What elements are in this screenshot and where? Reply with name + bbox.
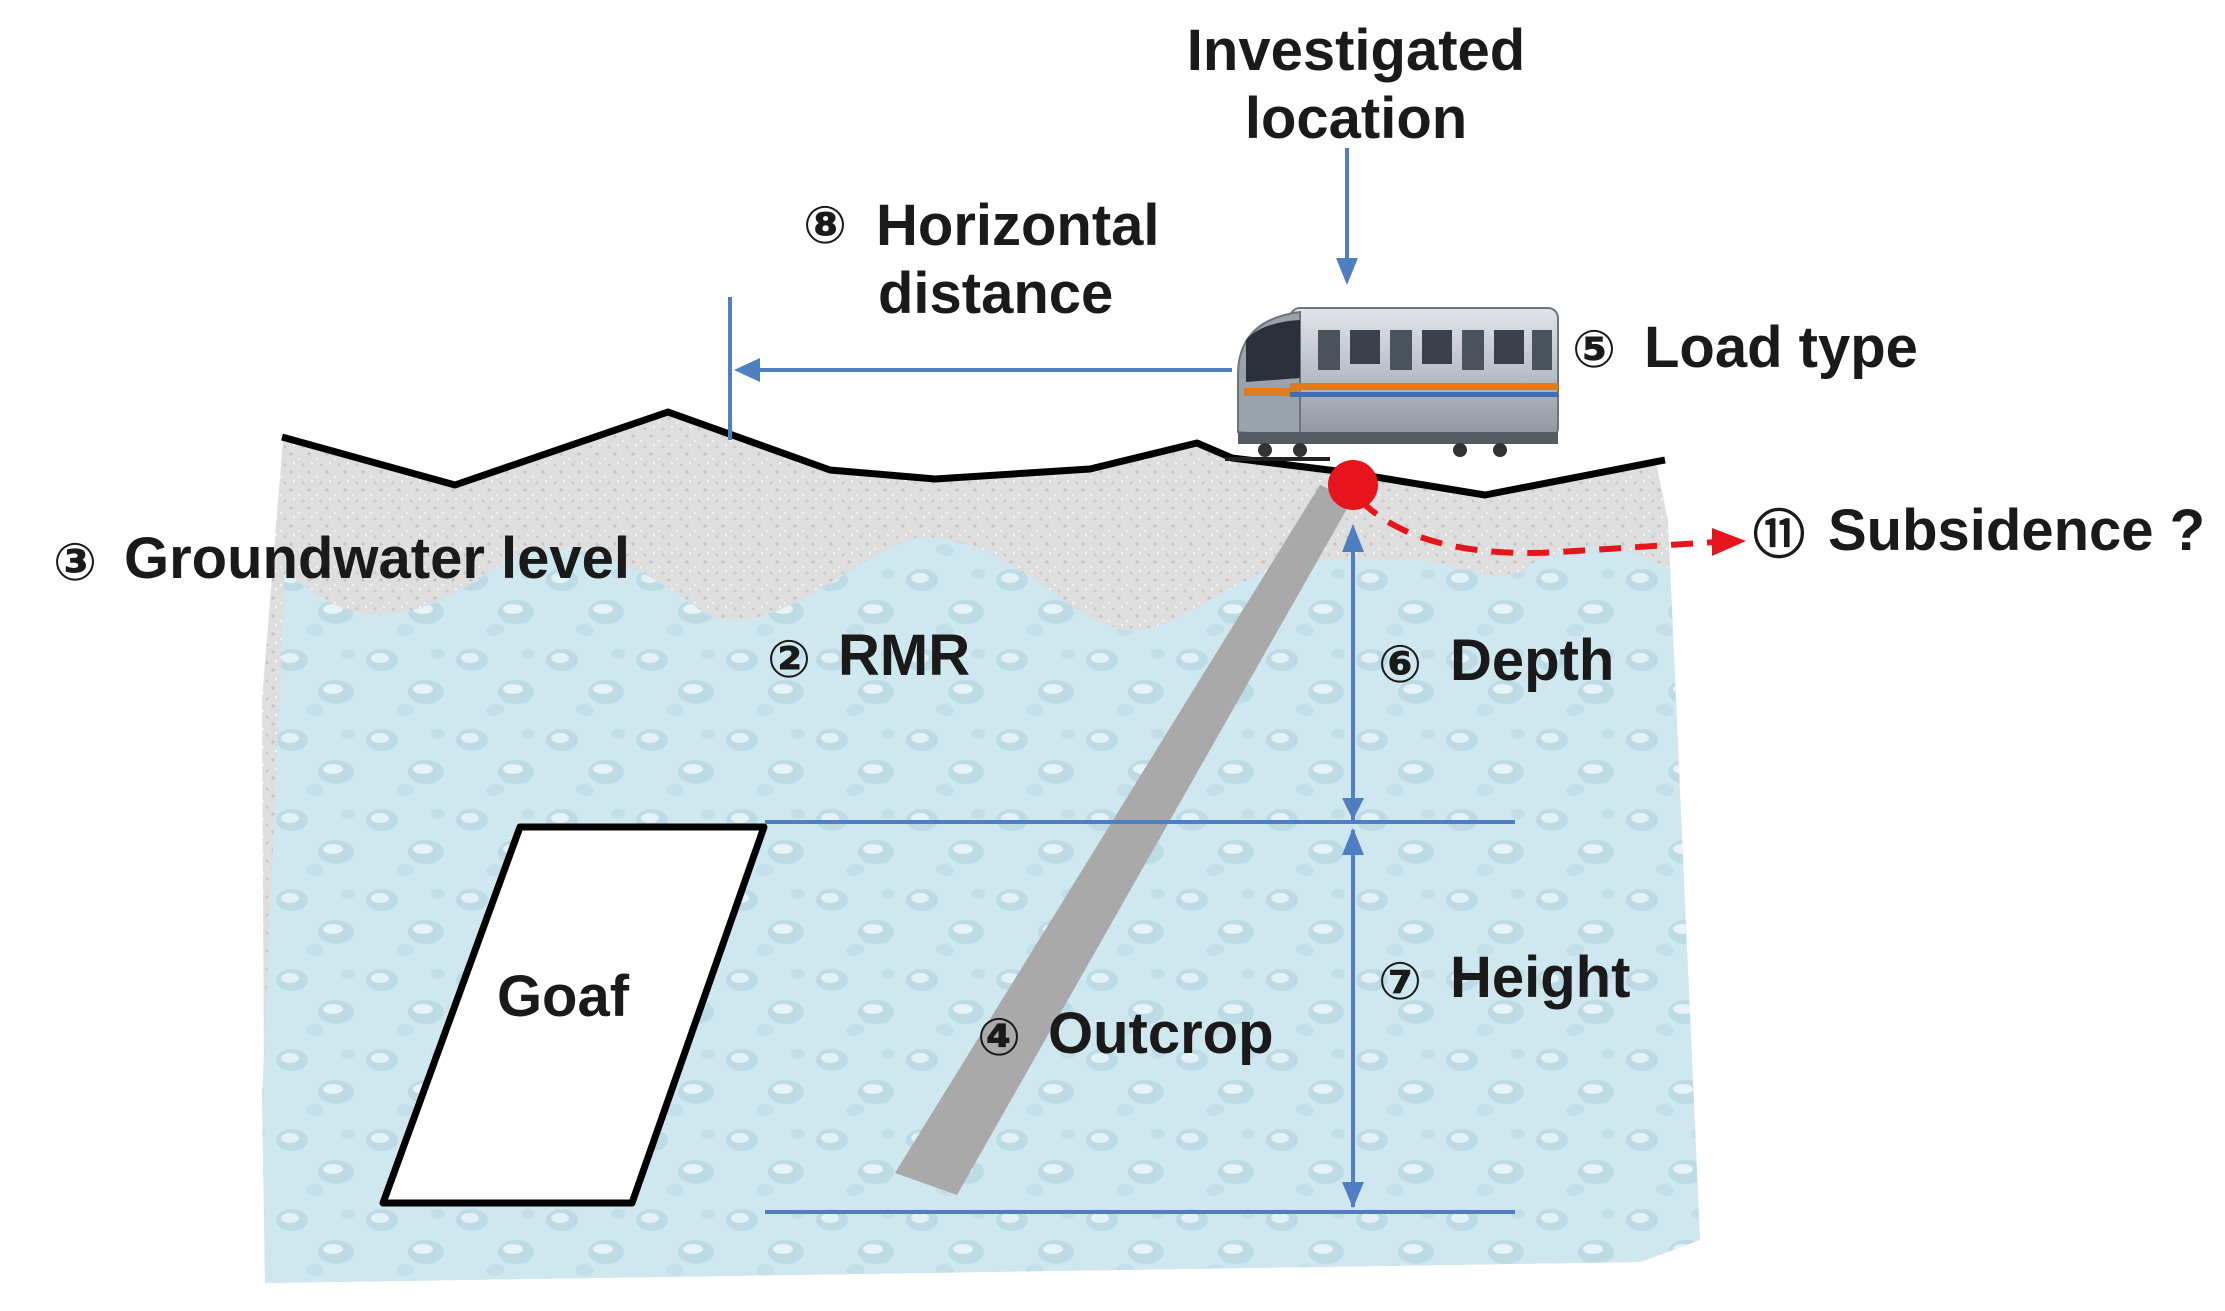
- horizontal-distance-label-line2: distance: [878, 261, 1113, 326]
- depth-number: ⑥: [1378, 635, 1422, 695]
- groundwater-level-number: ③: [53, 533, 97, 593]
- goaf-block: [379, 823, 768, 1207]
- height-label: Height: [1450, 945, 1630, 1010]
- ground-surface-line: [281, 408, 1666, 499]
- height-number: ⑦: [1378, 952, 1422, 1012]
- load-type-label: Load type: [1644, 315, 1918, 380]
- subsidence-label: Subsidence ?: [1828, 498, 2205, 563]
- train-icon: [1225, 307, 1559, 461]
- outcrop-number: ④: [977, 1008, 1021, 1068]
- horizontal-distance-label-line1: Horizontal: [876, 193, 1160, 258]
- outcrop-label: Outcrop: [1048, 1001, 1274, 1066]
- horizontal-distance-number: ⑧: [803, 196, 847, 256]
- investigated-location-label-line1: Investigated: [1187, 18, 1525, 83]
- investigated-location-label-line2: location: [1245, 86, 1467, 151]
- subsidence-dashed-arrow: [1357, 497, 1717, 556]
- depth-label: Depth: [1450, 628, 1614, 693]
- outcrop-band: [895, 485, 1352, 1195]
- groundwater-level-label: Groundwater level: [124, 526, 630, 591]
- goaf-label: Goaf: [497, 964, 630, 1029]
- subsidence-point: [1328, 460, 1378, 510]
- load-type-number: ⑤: [1572, 320, 1616, 380]
- rmr-label: RMR: [838, 623, 970, 688]
- subsidence-number: ⑪: [1753, 506, 1805, 566]
- rmr-number: ②: [767, 630, 811, 690]
